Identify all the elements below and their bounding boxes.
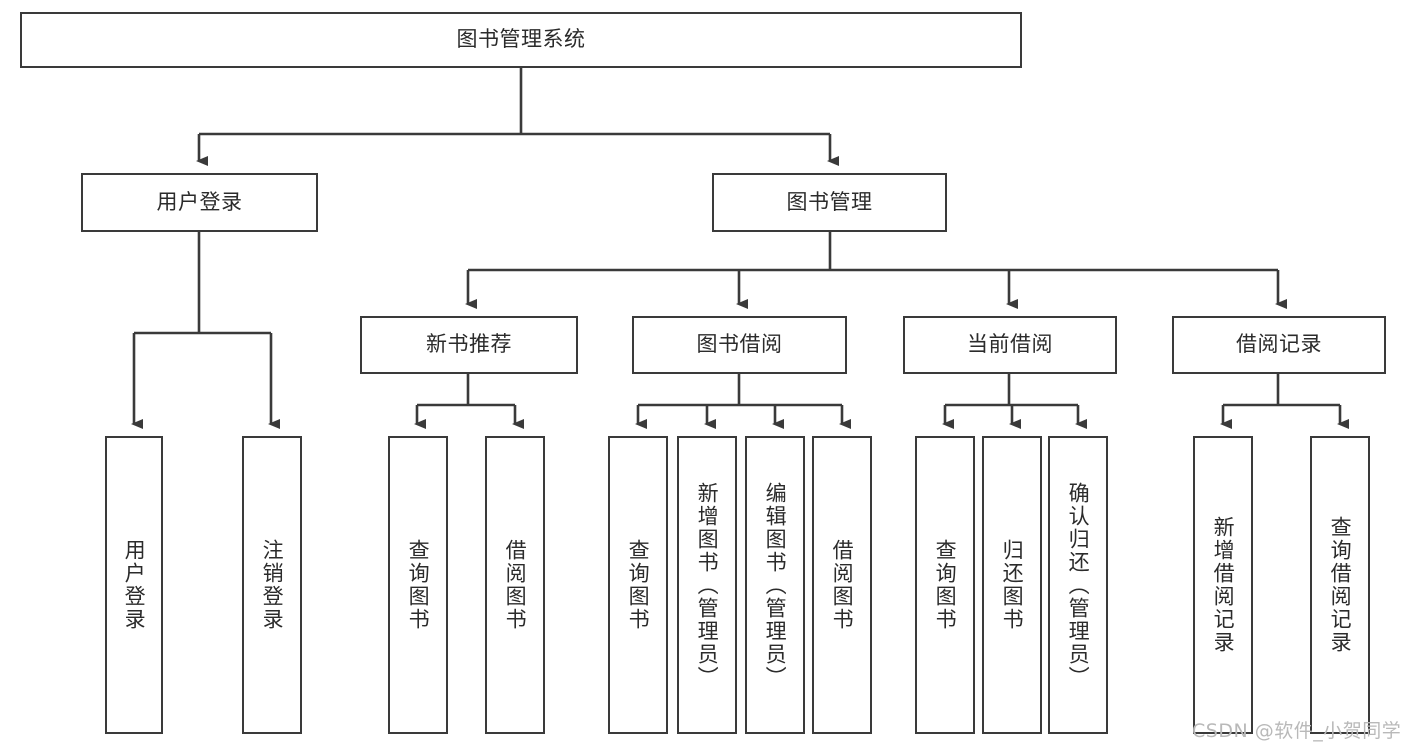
node-leaf-10[interactable]: 确认归还（管理员）	[1048, 436, 1108, 734]
node-leaf-6[interactable]: 编辑图书（管理员）	[745, 436, 805, 734]
node-level2-2[interactable]: 当前借阅	[903, 316, 1117, 374]
node-label: 确认归还（管理员）	[1066, 481, 1091, 689]
node-label: 借阅图书	[830, 539, 855, 631]
node-leaf-9[interactable]: 归还图书	[982, 436, 1042, 734]
node-label: 用户登录	[156, 189, 243, 214]
node-level1-0[interactable]: 用户登录	[81, 173, 318, 232]
node-level1-1[interactable]: 图书管理	[712, 173, 947, 232]
node-label: 查询图书	[626, 539, 651, 631]
node-label: 注销登录	[260, 539, 285, 631]
node-label: 新增图书（管理员）	[695, 481, 720, 689]
node-label: 新书推荐	[426, 332, 512, 357]
node-label: 当前借阅	[967, 332, 1053, 357]
node-level2-0[interactable]: 新书推荐	[360, 316, 578, 374]
node-root[interactable]: 图书管理系统	[20, 12, 1022, 68]
node-leaf-12[interactable]: 查询借阅记录	[1310, 436, 1370, 734]
node-label: 借阅图书	[503, 539, 528, 631]
node-leaf-5[interactable]: 新增图书（管理员）	[677, 436, 737, 734]
node-label: 图书借阅	[696, 332, 783, 357]
node-leaf-4[interactable]: 查询图书	[608, 436, 668, 734]
node-level2-1[interactable]: 图书借阅	[632, 316, 847, 374]
node-label: 新增借阅记录	[1211, 516, 1236, 654]
node-label: 查询图书	[406, 539, 431, 631]
node-label: 借阅记录	[1236, 332, 1322, 357]
node-label: 编辑图书（管理员）	[763, 481, 788, 689]
node-label: 查询图书	[933, 539, 958, 631]
node-level2-3[interactable]: 借阅记录	[1172, 316, 1386, 374]
node-leaf-1[interactable]: 注销登录	[242, 436, 302, 734]
node-leaf-3[interactable]: 借阅图书	[485, 436, 545, 734]
watermark: CSDN @软件_小贺同学	[1192, 720, 1402, 742]
node-label: 用户登录	[122, 539, 147, 631]
node-label: 图书管理系统	[456, 27, 586, 52]
node-leaf-11[interactable]: 新增借阅记录	[1193, 436, 1253, 734]
node-leaf-2[interactable]: 查询图书	[388, 436, 448, 734]
node-label: 查询借阅记录	[1328, 516, 1353, 654]
node-leaf-8[interactable]: 查询图书	[915, 436, 975, 734]
node-label: 归还图书	[1000, 539, 1025, 631]
node-leaf-0[interactable]: 用户登录	[105, 436, 163, 734]
node-leaf-7[interactable]: 借阅图书	[812, 436, 872, 734]
node-label: 图书管理	[786, 189, 873, 214]
